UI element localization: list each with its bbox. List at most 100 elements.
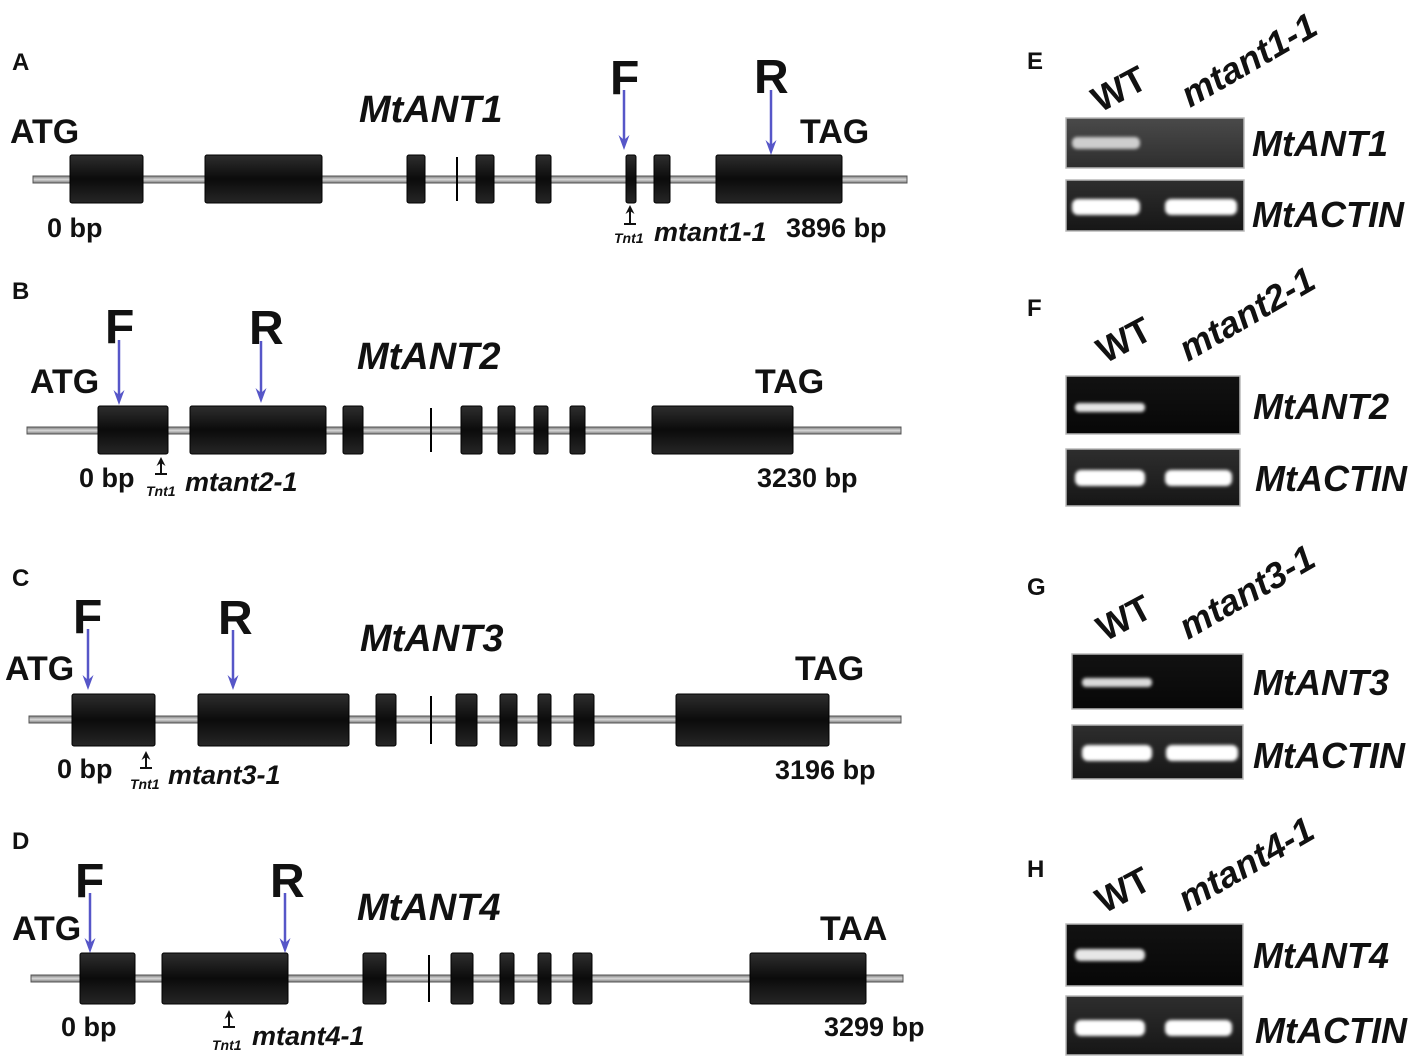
insertion-arrow-icon	[624, 205, 636, 225]
exon	[497, 405, 516, 455]
insertion-arrow-head	[625, 205, 635, 214]
gel-band-mutant	[1166, 745, 1238, 761]
control-gene-label: MtACTIN	[1255, 458, 1408, 499]
insertion-label: Tnt1	[130, 776, 160, 792]
exon	[537, 952, 552, 1005]
gel-band-wt	[1075, 403, 1145, 412]
arrow-head	[84, 938, 96, 953]
start-position-label: 0 bp	[57, 754, 113, 784]
panel-label: B	[12, 278, 29, 305]
arrow-head	[279, 938, 291, 953]
exon	[535, 154, 552, 204]
exon	[406, 154, 426, 204]
start-codon-label: ATG	[5, 650, 74, 688]
panel-label: E	[1027, 48, 1043, 75]
panel-label: C	[12, 565, 29, 592]
gel-control	[1065, 448, 1241, 507]
exon	[71, 693, 156, 747]
gene-name: MtANT2	[357, 336, 501, 378]
exon	[69, 154, 144, 204]
panel-label: A	[12, 49, 29, 76]
exon	[749, 952, 867, 1005]
insertion-arrow-icon	[140, 751, 152, 769]
gel-target	[1065, 375, 1241, 435]
gene-name: MtANT4	[357, 887, 501, 929]
exon	[428, 955, 430, 1002]
exon	[675, 693, 830, 747]
lane-label-mutant: mtant3-1	[1172, 536, 1322, 647]
lane-label-wt: WT	[1090, 309, 1159, 371]
stop-codon-label: TAG	[755, 363, 824, 401]
reverse-primer-arrow-icon	[765, 90, 777, 155]
lane-label-mutant: mtant4-1	[1171, 808, 1321, 919]
arrow-head	[113, 390, 125, 405]
start-position-label: 0 bp	[79, 463, 135, 493]
forward-primer-arrow-icon	[113, 340, 125, 405]
exon	[533, 405, 549, 455]
forward-primer-arrow-icon	[84, 893, 96, 953]
gel-band-wt	[1072, 137, 1140, 149]
reverse-primer-arrow-icon	[255, 341, 267, 403]
gene-panel-b: B MtANT2 ATG TAG F R 0 bp 3230 bp	[12, 278, 902, 499]
exon	[569, 405, 586, 455]
arrow-head	[255, 388, 267, 403]
gel-target	[1065, 923, 1244, 987]
gel-control	[1071, 724, 1244, 780]
arrow-head	[618, 135, 630, 150]
insertion-arrow-icon	[155, 457, 167, 475]
exon	[537, 693, 552, 747]
panel-label: D	[12, 828, 29, 855]
exon	[342, 405, 364, 455]
exon	[573, 693, 595, 747]
gel-band-wt	[1072, 199, 1140, 215]
insertion-arrow-head	[224, 1010, 234, 1019]
end-position-label: 3230 bp	[757, 463, 858, 493]
mutant-allele-label: mtant3-1	[168, 760, 281, 790]
exon	[450, 952, 474, 1005]
target-gene-label: MtANT2	[1253, 386, 1389, 427]
gel-panel-f: F WT mtant2-1 MtANT2 MtACTIN	[1027, 258, 1408, 507]
start-position-label: 0 bp	[61, 1012, 117, 1042]
gel-control	[1065, 179, 1245, 232]
exon	[79, 952, 136, 1005]
exon	[362, 952, 387, 1005]
lane-label-wt: WT	[1085, 58, 1154, 120]
exon	[189, 405, 327, 455]
arrow-head	[765, 140, 777, 155]
gel-control	[1065, 995, 1244, 1056]
start-position-label: 0 bp	[47, 213, 103, 243]
lane-label-mutant: mtant1-1	[1174, 4, 1324, 115]
reverse-primer-label: R	[218, 592, 253, 645]
reverse-primer-arrow-icon	[227, 630, 239, 690]
panel-label: H	[1027, 856, 1044, 883]
exon	[625, 154, 637, 204]
exon	[572, 952, 593, 1005]
stop-codon-label: TAG	[800, 113, 869, 151]
gel-band-mutant	[1165, 470, 1232, 486]
reverse-primer-arrow-icon	[279, 893, 291, 953]
end-position-label: 3196 bp	[775, 755, 876, 785]
reverse-primer-label: R	[249, 302, 284, 355]
exon	[653, 154, 671, 204]
exon	[430, 408, 432, 452]
gene-name: MtANT3	[360, 618, 504, 660]
insertion-arrow-head	[141, 751, 151, 760]
insertion-arrow-head	[156, 457, 166, 466]
exon	[375, 693, 397, 747]
gel-panel-h: H WT mtant4-1 MtANT4 MtACTIN	[1027, 808, 1408, 1056]
forward-primer-arrow-icon	[618, 90, 630, 150]
exon	[161, 952, 289, 1005]
target-gene-label: MtANT4	[1253, 935, 1389, 976]
start-codon-label: ATG	[12, 910, 81, 948]
exon	[456, 157, 458, 201]
lane-label-wt: WT	[1090, 587, 1159, 649]
mutant-allele-label: mtant2-1	[185, 467, 298, 497]
exon	[475, 154, 495, 204]
gel-band-mutant	[1165, 1020, 1232, 1036]
exons	[97, 405, 794, 455]
gene-panel-c: C MtANT3 ATG TAG F R 0 bp 3196 bp	[5, 565, 902, 792]
mutant-allele-label: mtant1-1	[654, 217, 767, 247]
gel-panel-e: E WT mtant1-1 MtANT1 MtACTIN	[1027, 4, 1405, 235]
gel-band-wt	[1075, 1020, 1145, 1036]
